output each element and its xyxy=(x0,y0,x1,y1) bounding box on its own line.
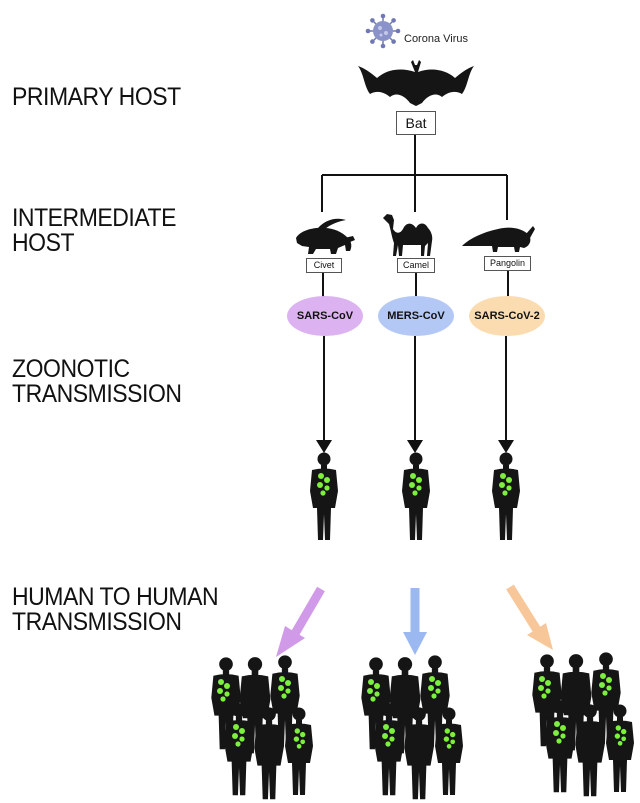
crowd-icon xyxy=(361,655,463,799)
civet-label-box: Civet xyxy=(306,258,342,273)
virus-label: Corona Virus xyxy=(404,33,468,45)
virus-sars-cov: SARS-CoV xyxy=(287,296,363,336)
camel-icon xyxy=(383,214,433,256)
pangolin-icon xyxy=(462,226,535,252)
zoonotic-arrows xyxy=(323,336,507,442)
bat-label-box: Bat xyxy=(396,111,436,135)
arrow-head-sars-cov-2 xyxy=(498,440,514,453)
human-icon xyxy=(492,452,520,540)
crowd-icon xyxy=(211,655,313,799)
primary-host-label: PRIMARY HOST xyxy=(12,83,181,111)
tree-connector xyxy=(321,134,509,299)
bat-icon xyxy=(358,60,474,106)
arrow-purple xyxy=(276,586,325,657)
virus-sars-cov-2: SARS-CoV-2 xyxy=(469,296,545,336)
coronavirus-icon xyxy=(365,13,401,49)
intermediate-host-label: INTERMEDIATE HOST xyxy=(12,204,177,257)
camel-label-box: Camel xyxy=(397,258,435,273)
civet-icon xyxy=(296,218,355,254)
human-icon xyxy=(310,452,338,540)
arrow-head-sars-cov xyxy=(316,440,332,453)
pangolin-label-box: Pangolin xyxy=(484,256,531,271)
crowd-icon xyxy=(532,652,634,796)
zoonotic-transmission-label: ZOONOTIC TRANSMISSION xyxy=(12,355,182,408)
human-to-human-label: HUMAN TO HUMAN TRANSMISSION xyxy=(12,583,219,636)
arrow-orange xyxy=(506,584,553,650)
virus-mers-cov: MERS-CoV xyxy=(378,296,454,336)
human-icon xyxy=(402,452,430,540)
arrow-head-mers-cov xyxy=(407,440,423,453)
arrow-blue xyxy=(403,588,427,655)
